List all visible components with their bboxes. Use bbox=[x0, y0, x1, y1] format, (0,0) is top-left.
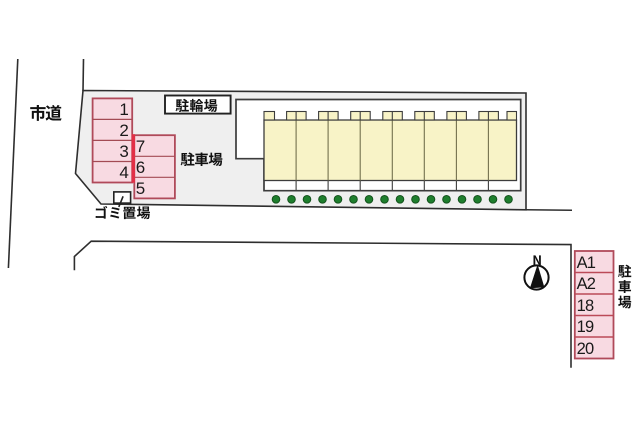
svg-text:4: 4 bbox=[119, 163, 128, 182]
svg-text:5: 5 bbox=[136, 179, 145, 198]
svg-text:20: 20 bbox=[577, 340, 594, 358]
svg-text:19: 19 bbox=[577, 318, 594, 336]
svg-text:2: 2 bbox=[119, 121, 128, 140]
svg-text:A2: A2 bbox=[577, 275, 596, 293]
svg-text:1: 1 bbox=[119, 100, 128, 119]
svg-text:3: 3 bbox=[119, 142, 128, 161]
svg-text:18: 18 bbox=[577, 297, 594, 315]
svg-text:A1: A1 bbox=[577, 254, 596, 272]
svg-text:7: 7 bbox=[136, 137, 145, 156]
svg-text:6: 6 bbox=[136, 158, 145, 177]
